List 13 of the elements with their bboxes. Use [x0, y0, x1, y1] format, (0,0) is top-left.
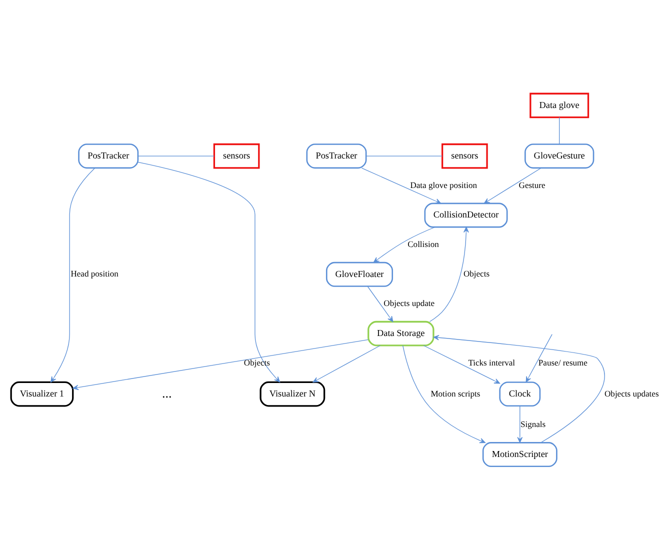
edge-label: Objects update [384, 298, 435, 308]
edge-label: Data glove position [410, 180, 478, 190]
edge-label: Objects updates [604, 388, 659, 398]
edge-label: Ticks interval [468, 357, 516, 368]
label: ... [162, 385, 172, 400]
edge-label: Pause/ resume [538, 357, 588, 368]
edge-label: Objects [244, 357, 270, 368]
edge-label: Gesture [518, 180, 546, 190]
edge-label: Signals [520, 419, 546, 430]
edge-label: Collision [408, 239, 439, 250]
edge-label: Head position [70, 268, 118, 279]
edge-label: Objects [463, 268, 490, 279]
edge-label: Motion scripts [430, 388, 480, 398]
